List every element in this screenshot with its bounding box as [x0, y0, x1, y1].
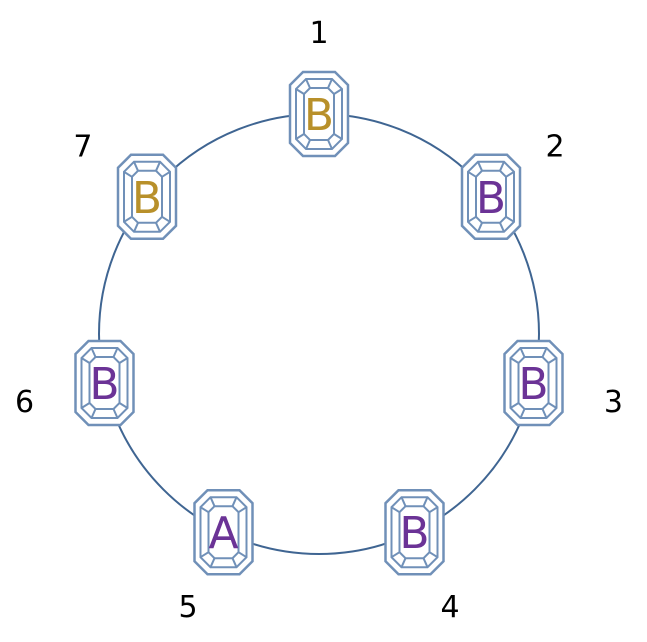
gem-facet-line: [390, 551, 401, 559]
bead-letter: B: [132, 173, 162, 224]
gem-facet-line: [428, 506, 439, 514]
gem-facet-line: [161, 170, 171, 178]
gem-facet-line: [499, 161, 505, 172]
gem-facet-line: [231, 557, 238, 568]
gem-facet-line: [295, 133, 305, 140]
gem-facet-line: [237, 551, 248, 559]
gem-facet-line: [547, 357, 558, 364]
bead-7: B: [116, 153, 178, 241]
bead-number-label: 6: [15, 385, 34, 420]
gem-facet-line: [519, 408, 526, 419]
gem-facet-line: [80, 357, 91, 364]
bead-number-label: 5: [178, 590, 197, 625]
gem-facet-line: [509, 357, 520, 364]
gem-facet-line: [467, 170, 477, 178]
gem-facet-line: [477, 222, 483, 233]
bead-number-label: 2: [546, 130, 565, 165]
gem-facet-line: [327, 78, 333, 89]
gem-facet-line: [161, 215, 171, 223]
gem-facet-line: [209, 557, 216, 568]
bead-letter: A: [208, 508, 238, 559]
gem-facet-line: [505, 215, 515, 223]
bead-2: B: [460, 153, 522, 241]
bead-letter: B: [304, 90, 334, 141]
bead-5: A: [193, 488, 254, 576]
gem-facet-line: [499, 222, 505, 233]
gem-facet-line: [541, 408, 548, 419]
gem-facet-line: [231, 496, 238, 507]
gem-facet-line: [327, 139, 333, 150]
gem-facet-line: [400, 557, 407, 568]
bead-letter: B: [89, 359, 119, 410]
gem-facet-line: [155, 222, 161, 233]
gem-facet-line: [305, 78, 311, 89]
gem-facet-line: [112, 408, 119, 419]
gem-facet-line: [390, 506, 401, 514]
gem-facet-line: [199, 551, 210, 559]
bead-letter: B: [476, 173, 506, 224]
gem-facet-line: [199, 506, 210, 514]
bead-6: B: [74, 339, 135, 427]
bead-number-label: 3: [604, 385, 623, 420]
gem-facet-line: [428, 551, 439, 559]
gem-facet-line: [509, 402, 520, 409]
gem-facet-line: [123, 170, 133, 178]
gem-facet-line: [133, 161, 139, 172]
gem-facet-line: [519, 347, 526, 358]
gem-facet-line: [547, 402, 558, 409]
gem-facet-line: [467, 215, 477, 223]
gem-facet-line: [90, 347, 97, 358]
gem-facet-line: [155, 161, 161, 172]
bead-3: B: [503, 339, 564, 427]
bead-4: B: [384, 488, 445, 576]
gem-facet-line: [422, 557, 429, 568]
bead-letter: B: [518, 359, 548, 410]
gem-facet-line: [133, 222, 139, 233]
gem-facet-line: [112, 347, 119, 358]
bead-number-label: 4: [440, 590, 459, 625]
bead-1: B: [288, 70, 350, 158]
gem-facet-line: [477, 161, 483, 172]
bead-number-label: 1: [309, 16, 328, 51]
gem-facet-line: [333, 88, 343, 95]
gem-facet-line: [333, 133, 343, 140]
gem-facet-line: [295, 88, 305, 95]
bead-letter: B: [399, 508, 429, 559]
gem-facet-line: [123, 215, 133, 223]
gem-facet-line: [505, 170, 515, 178]
gem-facet-line: [80, 402, 91, 409]
gem-facet-line: [90, 408, 97, 419]
gem-facet-line: [237, 506, 248, 514]
gem-facet-line: [118, 402, 129, 409]
gem-facet-line: [422, 496, 429, 507]
gem-facet-line: [209, 496, 216, 507]
gem-facet-line: [118, 357, 129, 364]
gem-facet-line: [305, 139, 311, 150]
gem-facet-line: [541, 347, 548, 358]
gem-facet-line: [400, 496, 407, 507]
bead-number-label: 7: [73, 130, 92, 165]
